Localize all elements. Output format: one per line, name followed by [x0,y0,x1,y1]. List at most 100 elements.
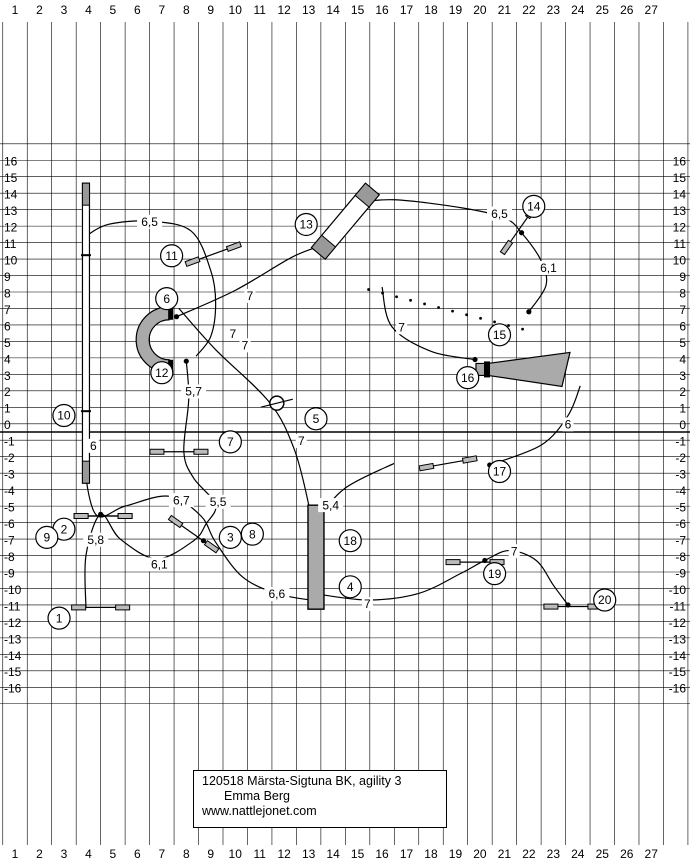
y-tick-label: 2 [4,385,11,399]
jump-wing [499,239,514,256]
y-tick-label: -15 [669,665,687,679]
obstacle-number: 8 [249,527,256,541]
obstacle-17 [418,455,478,472]
x-tick-label: 14 [326,847,340,861]
arrow-tip [526,309,532,315]
distance-label: 6,5 [141,215,158,229]
x-tick-label: 14 [326,3,340,17]
x-tick-label: 18 [424,3,438,17]
obstacle-number: 4 [347,580,354,594]
y-tick-label: -9 [4,566,15,580]
x-tick-label: 4 [85,3,92,17]
arrow-tip [183,358,189,364]
y-tick-label: 7 [4,303,11,317]
y-tick-label: -8 [675,550,686,564]
x-tick-label: 23 [547,3,561,17]
y-tick-label: 7 [679,303,686,317]
obstacle-number: 6 [163,292,170,306]
distance-label: 6 [565,418,572,432]
obstacle-number: 3 [227,531,234,545]
path-segment [82,415,318,601]
course-info-box: 120518 Märsta-Sigtuna BK, agility 3 Emma… [193,770,447,828]
y-tick-label: -10 [669,583,687,597]
chute [475,351,571,388]
x-tick-label: 12 [277,847,291,861]
jump-wing [193,448,209,455]
x-tick-label: 13 [302,3,316,17]
y-tick-label: -13 [4,632,22,646]
weave-pole [395,295,398,299]
path-segment [381,286,476,361]
number-circle [338,575,362,599]
obstacle-number: 20 [598,593,612,607]
y-tick-label: 8 [4,286,11,300]
y-tick-label: 4 [679,352,686,366]
chute-mouth [483,361,490,378]
y-tick-label: -14 [669,649,687,663]
obstacle-18 [307,504,325,610]
x-tick-label: 20 [473,3,487,17]
path-segment [85,220,217,357]
obstacle-13 [310,182,381,260]
obstacle-number: 1 [56,611,63,625]
distance-label: 6,5 [491,207,508,221]
obstacle-number: 18 [344,534,358,548]
x-tick-label: 15 [351,847,365,861]
table-top [307,504,325,610]
weave-pole [437,306,440,309]
distance-bg [168,493,194,508]
x-tick-label: 9 [207,847,214,861]
distance-label: 7 [242,339,249,353]
distance-bg [535,260,561,275]
x-tick-label: 5 [110,847,117,861]
y-tick-label: -11 [4,599,21,613]
y-tick-label: -5 [675,501,686,515]
distance-bg [508,544,520,559]
contact-zone [354,182,380,208]
y-tick-label: 1 [679,402,686,416]
y-tick-label: 0 [4,418,11,432]
distance-label: 5,7 [185,385,202,399]
x-tick-label: 8 [183,847,190,861]
number-circle [487,323,512,347]
x-tick-label: 21 [498,3,512,17]
x-tick-label: 17 [400,847,414,861]
number-circle [304,407,328,431]
y-tick-label: 10 [673,253,687,267]
number-circle [522,194,546,218]
distance-bg [318,498,344,513]
y-tick-label: 2 [679,385,686,399]
y-tick-label: -1 [4,435,15,449]
distance-label: 6,1 [540,261,557,275]
distance-bg [295,433,307,448]
path-segment [489,385,581,466]
x-tick-label: 25 [596,3,610,17]
x-tick-label: 23 [547,847,561,861]
y-tick-label: -7 [4,533,15,547]
distance-bg [487,206,513,221]
x-tick-label: 18 [424,847,438,861]
x-tick-label: 16 [375,3,389,17]
y-tick-label: -14 [4,649,22,663]
y-tick-label: 1 [4,402,11,416]
y-tick-label: 16 [673,155,687,169]
distance-label: 7 [398,320,405,334]
x-tick-label: 22 [522,3,536,17]
obstacle-11 [184,241,242,268]
y-tick-label: 14 [673,188,687,202]
number-circle [35,525,59,550]
jump-wing [203,539,220,554]
arrow-tip [472,356,478,363]
distance-bg [205,494,231,509]
weave-pole [521,327,524,331]
x-tick-label: 15 [351,3,365,17]
number-circle [593,588,617,612]
distance-label: 6,6 [268,587,285,601]
x-tick-label: 3 [61,3,68,17]
y-tick-label: -1 [675,435,686,449]
obstacle-5 [260,395,293,411]
jump-wing [184,256,201,268]
obstacle-number: 9 [43,531,50,545]
obstacle-number: 17 [493,465,507,479]
